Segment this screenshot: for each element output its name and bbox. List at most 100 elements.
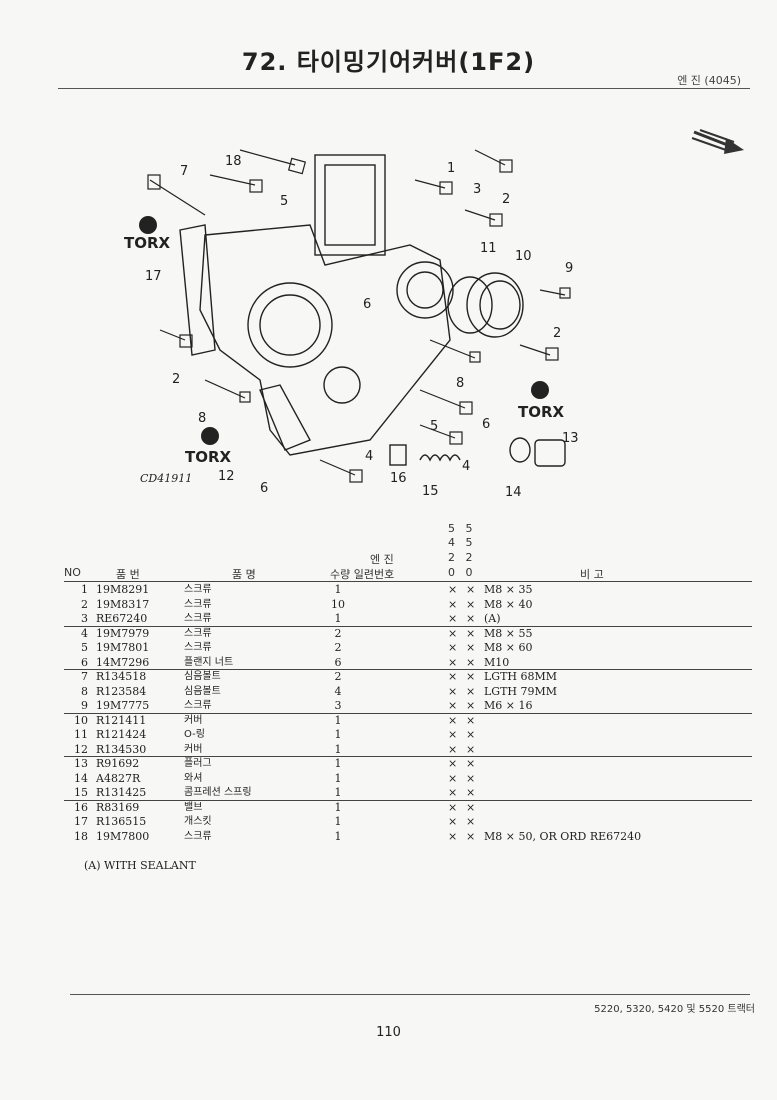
- callout-15: 15: [422, 484, 439, 499]
- row-model-5420: ×: [448, 583, 458, 596]
- row-part-number: R121424: [96, 728, 147, 741]
- row-part-number: 19M7800: [96, 829, 150, 843]
- row-part-number: R131425: [96, 786, 147, 799]
- row-part-name: 스크류: [184, 627, 212, 639]
- row-part-name: 커버: [184, 743, 203, 755]
- row-model-5420: ×: [448, 786, 458, 799]
- row-model-5420: ×: [448, 655, 458, 669]
- row-remark: M8 × 50, OR ORD RE67240: [484, 829, 642, 843]
- row-part-name: 스크류: [184, 700, 212, 711]
- row-model-5420: ×: [448, 815, 458, 828]
- row-remark: M10: [484, 655, 510, 669]
- row-no: 6: [81, 655, 88, 669]
- row-model-5520: ×: [466, 626, 476, 640]
- row-model-5520: ×: [466, 829, 476, 843]
- row-quantity: 1: [334, 786, 342, 799]
- row-no: 2: [81, 597, 88, 611]
- group-rule: [64, 756, 752, 757]
- row-model-5420: ×: [448, 670, 458, 683]
- row-no: 10: [74, 713, 88, 727]
- callout-6: 6: [363, 297, 371, 312]
- row-part-number: 19M8317: [96, 597, 150, 611]
- row-part-number: 19M8291: [96, 583, 150, 596]
- row-model-5520: ×: [466, 597, 476, 611]
- model-digits-row3: 2 2: [448, 551, 473, 564]
- row-part-name: 스크류: [184, 613, 212, 624]
- row-quantity: 1: [334, 583, 342, 596]
- model-digits-row4: 0 0: [448, 566, 473, 579]
- row-model-5420: ×: [448, 713, 458, 727]
- row-quantity: 4: [334, 684, 342, 698]
- row-part-name: 와셔: [184, 772, 203, 784]
- table-header-rule: [64, 581, 752, 582]
- row-no: 17: [74, 815, 88, 828]
- row-model-5520: ×: [466, 815, 476, 828]
- callout-6b: 6: [482, 417, 490, 432]
- callout-2: 2: [502, 192, 510, 207]
- callout-6c: 6: [260, 481, 268, 496]
- row-quantity: 1: [334, 728, 342, 741]
- row-part-name: 스크류: [184, 642, 212, 653]
- row-part-number: A4827R: [96, 771, 141, 785]
- row-quantity: 1: [334, 757, 342, 770]
- row-no: 7: [81, 670, 88, 683]
- callout-5: 5: [280, 194, 288, 209]
- row-part-name: 플랜지 너트: [184, 656, 234, 668]
- row-part-number: 14M7296: [96, 655, 150, 669]
- callout-17: 17: [145, 269, 162, 284]
- row-quantity: 1: [334, 829, 342, 843]
- row-no: 4: [81, 626, 88, 640]
- row-model-5420: ×: [448, 728, 458, 741]
- row-quantity: 1: [334, 742, 342, 756]
- callout-7: 7: [180, 164, 188, 179]
- row-model-5520: ×: [466, 742, 476, 756]
- page-title: 72. 타이밍기어커버(1F2): [241, 48, 536, 76]
- row-part-name: 스크류: [184, 830, 212, 842]
- row-no: 13: [74, 757, 88, 770]
- col-qty-serial-header: 수량 일련번호: [330, 568, 395, 581]
- cover-housing: [199, 224, 451, 456]
- model-digits-row2: 4 5: [448, 536, 473, 549]
- row-part-number: R83169: [96, 800, 140, 814]
- row-model-5520: ×: [466, 728, 476, 741]
- cover-10: [466, 272, 524, 338]
- row-model-5420: ×: [448, 742, 458, 756]
- row-part-number: 19M7775: [96, 699, 150, 712]
- row-quantity: 1: [334, 612, 342, 625]
- row-model-5520: ×: [466, 757, 476, 770]
- table-row: 12 R134530 커버 1 × ×: [64, 743, 752, 758]
- callout-11: 11: [480, 241, 497, 256]
- torx-label-left: TORX: [124, 234, 171, 252]
- row-remark: M6 × 16: [484, 699, 533, 712]
- row-model-5420: ×: [448, 800, 458, 814]
- row-no: 5: [81, 641, 88, 654]
- callout-13: 13: [562, 431, 579, 446]
- row-model-5420: ×: [448, 829, 458, 843]
- row-part-name: 플러그: [184, 758, 212, 769]
- row-model-5520: ×: [466, 641, 476, 654]
- callout-18: 18: [225, 154, 242, 169]
- row-no: 12: [74, 742, 88, 756]
- footer-models: 5220, 5320, 5420 및 5520 트랙터: [594, 1004, 755, 1015]
- row-quantity: 10: [331, 597, 345, 611]
- row-no: 15: [74, 786, 88, 799]
- row-model-5420: ×: [448, 626, 458, 640]
- row-part-number: R134530: [96, 742, 147, 756]
- header-rule: [58, 88, 750, 89]
- top-bracket: [314, 154, 386, 256]
- engine-header: 엔 진: [370, 553, 394, 566]
- row-part-number: R91692: [96, 757, 140, 770]
- torx-label-bottom: TORX: [185, 448, 232, 466]
- sealant-note: (A) WITH SEALANT: [84, 859, 196, 872]
- callout-9: 9: [565, 261, 573, 276]
- row-part-number: RE67240: [96, 612, 148, 625]
- gasket-17: [179, 224, 216, 356]
